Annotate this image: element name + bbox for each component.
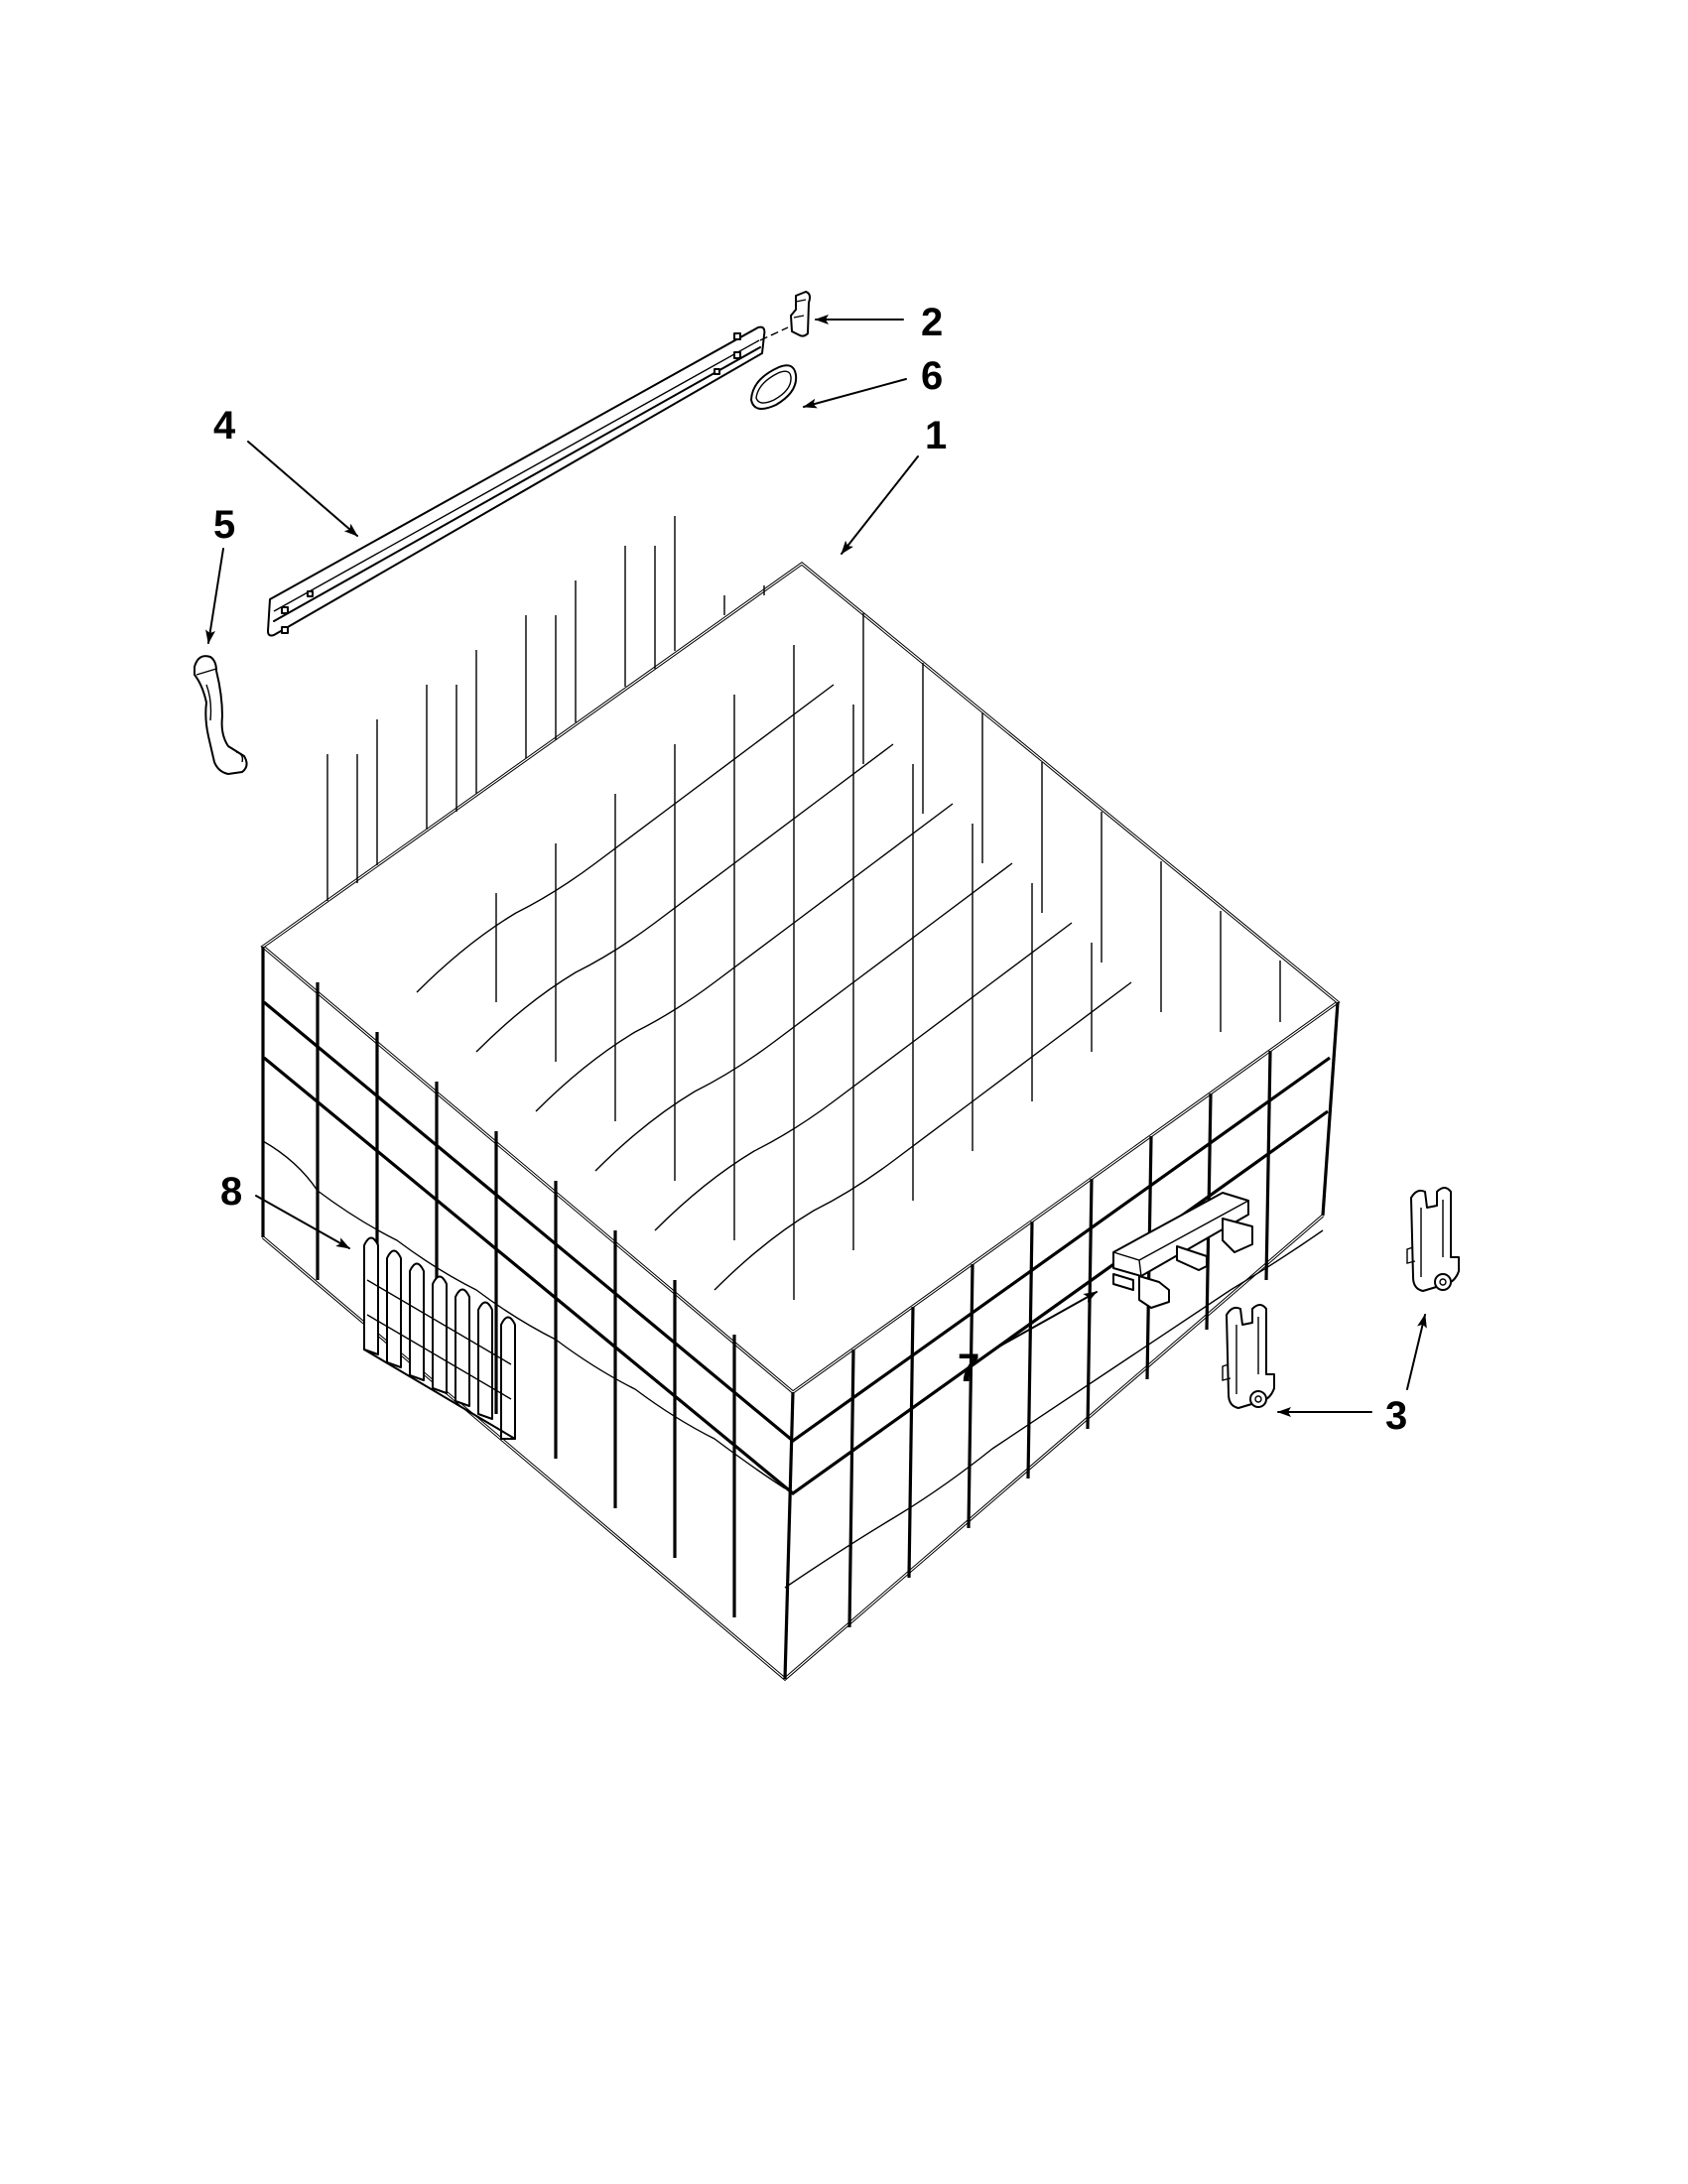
tine-insert-part: [363, 1236, 516, 1440]
callout-4: 4: [213, 404, 236, 448]
leader-5: [205, 548, 224, 644]
callout-6: 6: [921, 354, 943, 398]
seal-ring-part: [750, 364, 798, 410]
leader-3b: [1406, 1314, 1427, 1390]
callout-labels: 1 2 3 4 5 6 7 8: [213, 301, 1407, 1438]
callout-2: 2: [921, 301, 943, 344]
leader-1: [841, 455, 919, 555]
leader-7: [996, 1291, 1098, 1349]
leader-4: [247, 441, 358, 537]
leader-lines: [205, 315, 1427, 1417]
rack-latch-part: [194, 655, 248, 775]
leader-8: [255, 1195, 350, 1249]
callout-3: 3: [1385, 1394, 1407, 1438]
rack-track-part: [267, 325, 766, 637]
callout-5: 5: [213, 503, 235, 547]
track-stop-part: [759, 291, 811, 341]
leader-6: [803, 378, 907, 409]
rack-bumper-part: [1112, 1192, 1253, 1309]
callout-8: 8: [220, 1170, 242, 1214]
rack-adjuster-part: [1222, 1187, 1460, 1409]
callout-1: 1: [925, 414, 947, 457]
upper-rack-part: [260, 516, 1341, 1682]
callout-7: 7: [958, 1347, 979, 1390]
